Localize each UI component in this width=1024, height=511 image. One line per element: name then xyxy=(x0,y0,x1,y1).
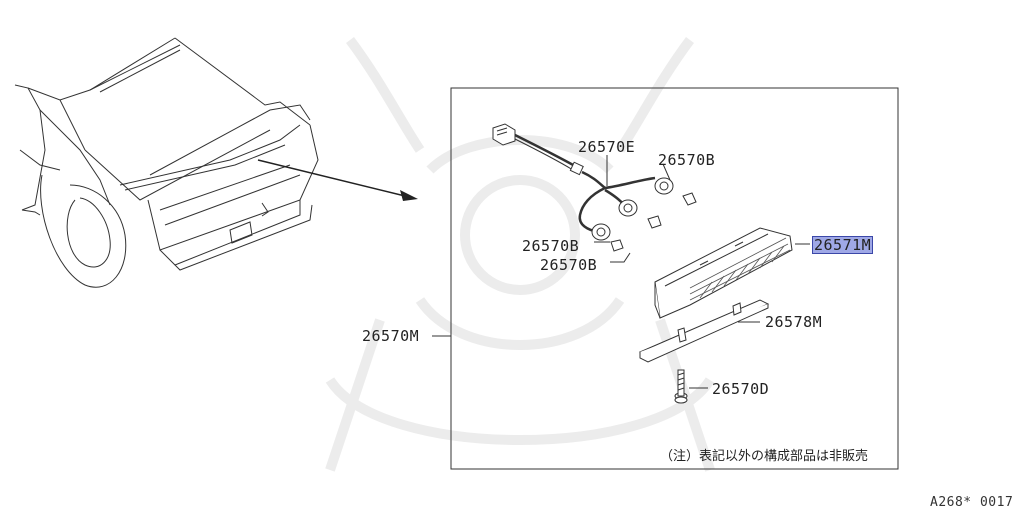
label-26570B-top[interactable]: 26570B xyxy=(658,151,716,169)
bracket xyxy=(639,299,770,363)
pointer-arrow xyxy=(257,159,418,201)
parts-box-frame xyxy=(450,87,899,470)
car-rear-illustration xyxy=(14,37,319,288)
harness-assembly xyxy=(492,123,697,252)
screw xyxy=(674,369,688,404)
watermark-emblem xyxy=(325,37,715,472)
label-26570B-mid[interactable]: 26570B xyxy=(522,237,580,255)
leader-lines xyxy=(432,155,810,389)
non-sale-note: （注）表記以外の構成部品は非販売 xyxy=(660,449,869,464)
label-26578M[interactable]: 26578M xyxy=(765,313,823,331)
label-26570E[interactable]: 26570E xyxy=(578,138,636,156)
label-26570M[interactable]: 26570M xyxy=(362,327,420,345)
diagram-code: A268* 0017 xyxy=(930,495,1014,510)
label-26570B-low[interactable]: 26570B xyxy=(540,256,598,274)
label-26570D[interactable]: 26570D xyxy=(712,380,770,398)
label-26571M-selected[interactable]: 26571M xyxy=(811,236,874,254)
stop-lamp-assembly xyxy=(654,227,793,319)
